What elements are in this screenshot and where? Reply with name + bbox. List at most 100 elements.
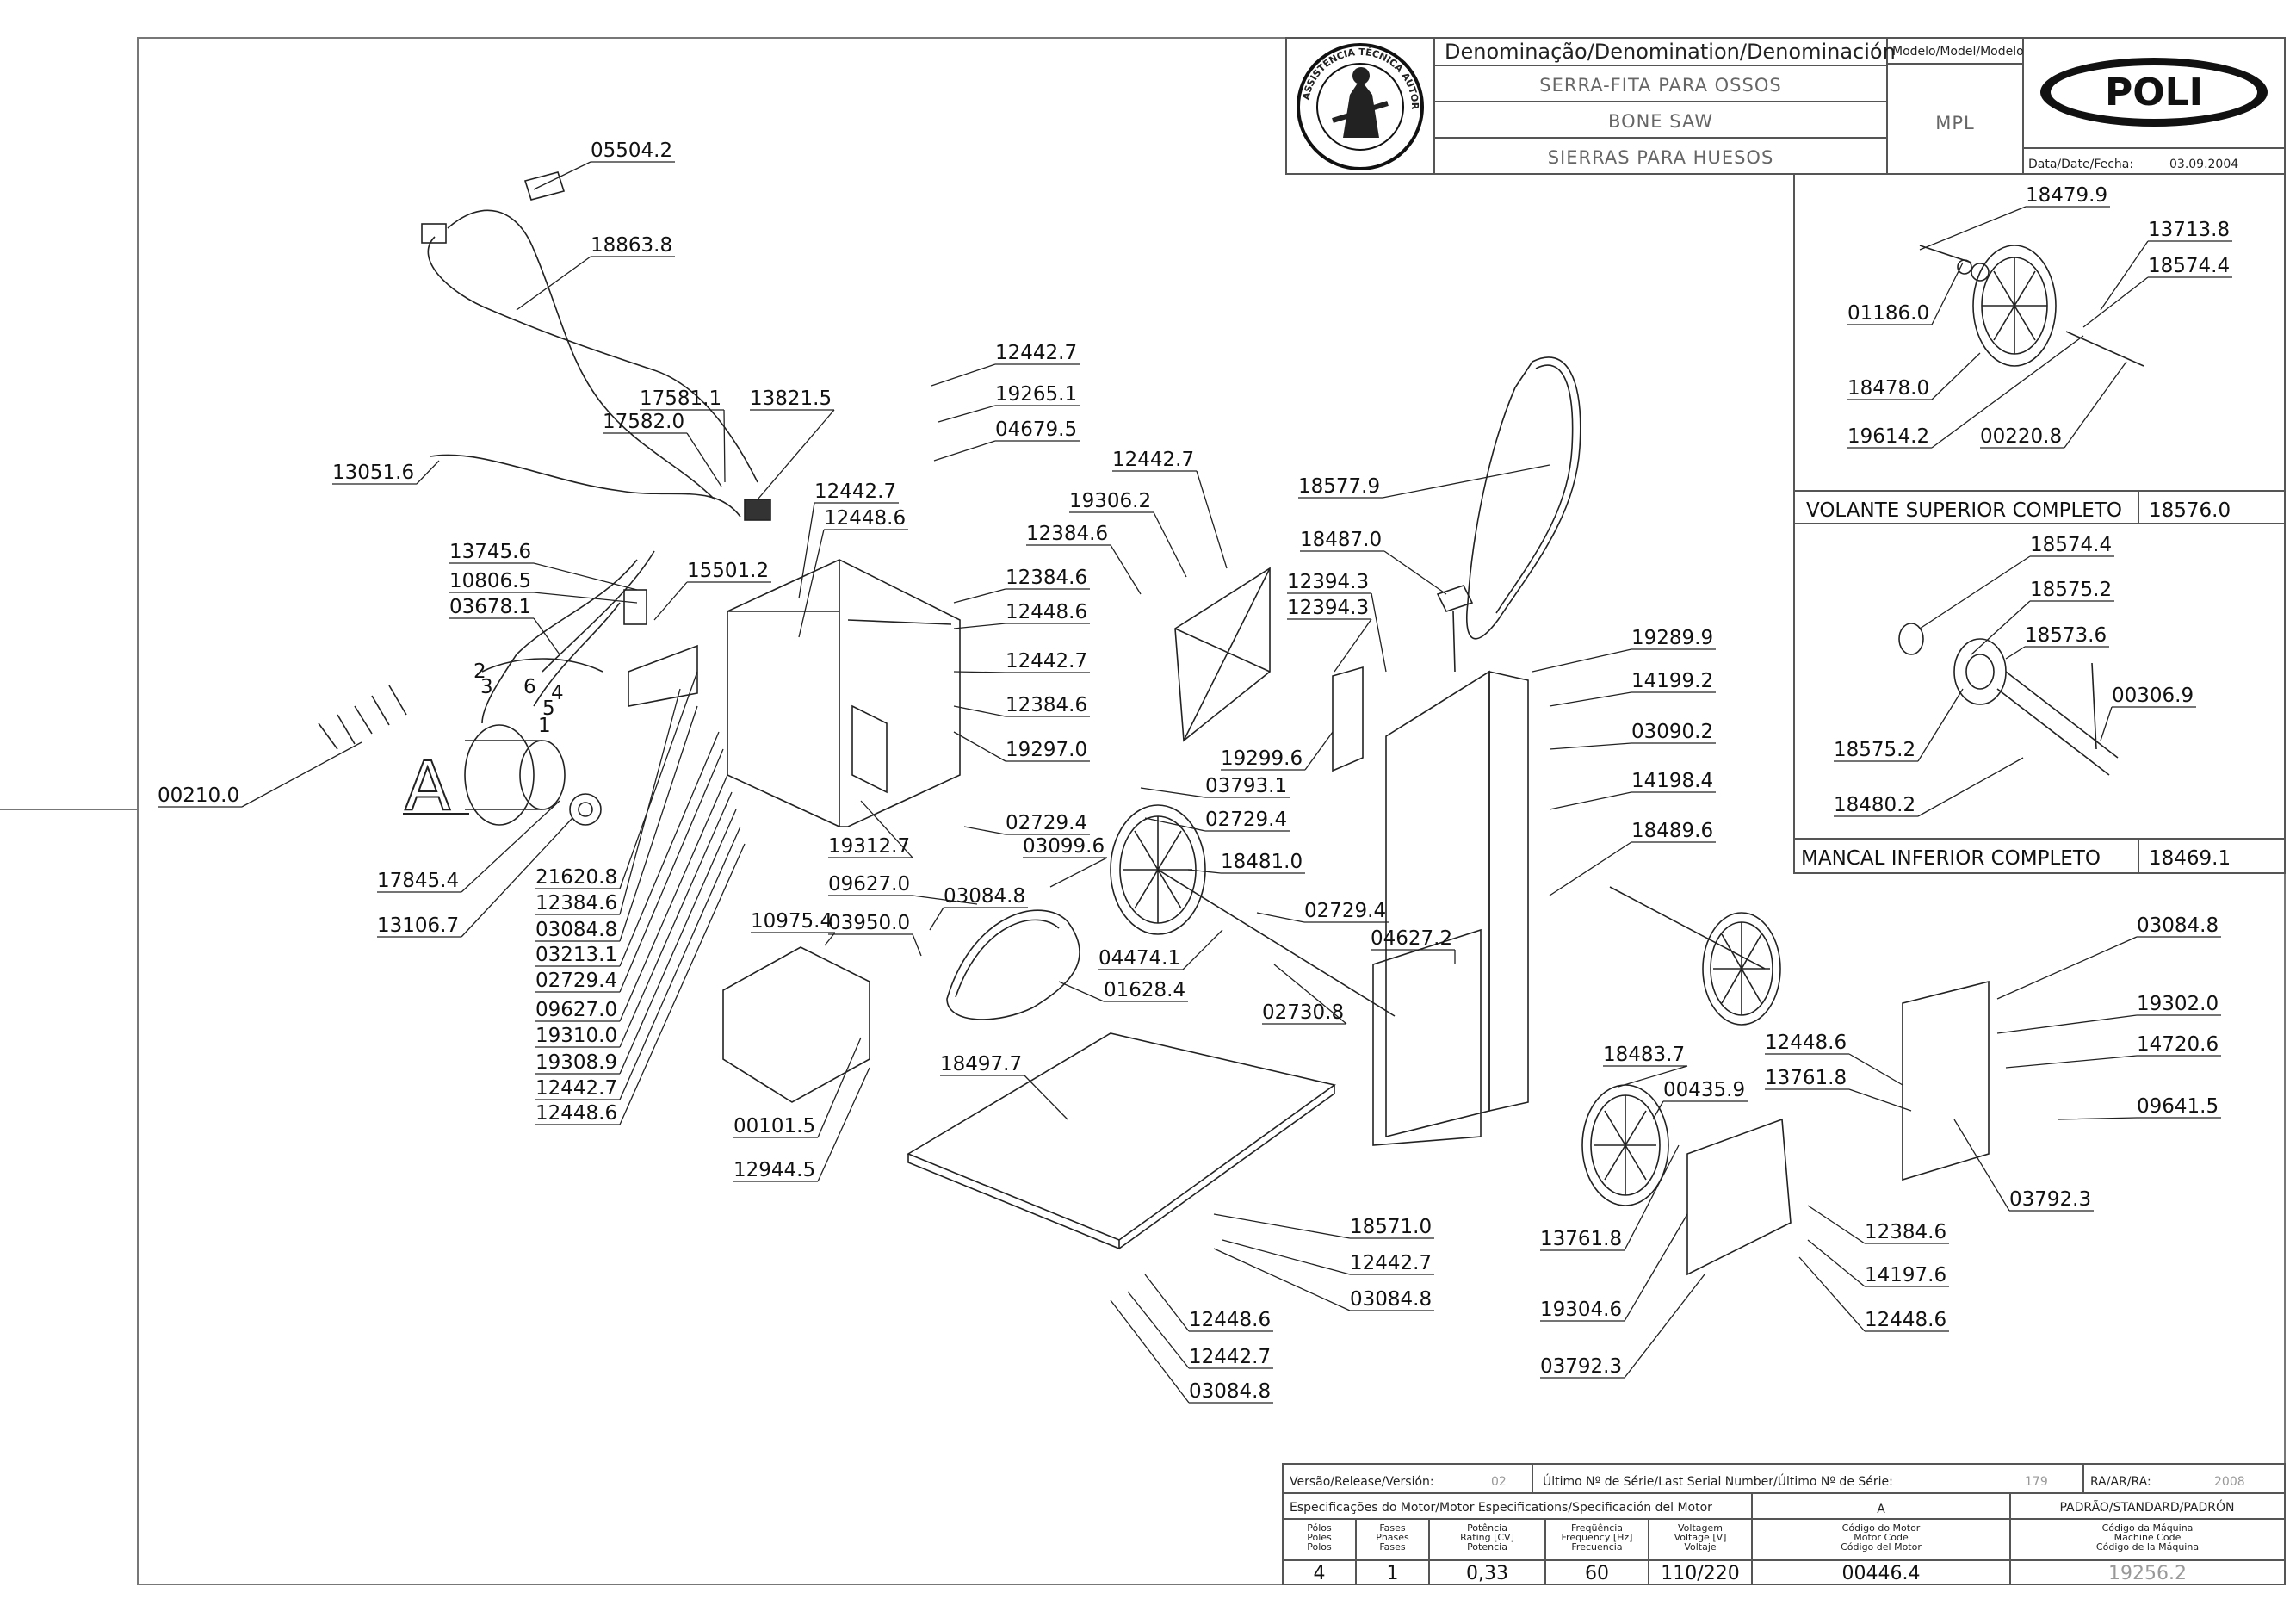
leader-line <box>1222 1239 1434 1275</box>
part-number-label: 19297.0 <box>1006 739 1087 761</box>
part-number-label: 18571.0 <box>1350 1216 1432 1238</box>
part-number-label: 03793.1 <box>1205 775 1287 797</box>
version-value: 02 <box>1491 1475 1507 1489</box>
leader-line <box>1540 1274 1705 1379</box>
leader-line <box>1549 791 1716 810</box>
power-cord <box>447 209 715 500</box>
door-panel <box>1174 567 1271 742</box>
sub-assembly-name-2: MANCAL INFERIOR COMPLETO <box>1801 847 2101 870</box>
leader-line <box>1540 1213 1688 1322</box>
leader-line <box>1765 1088 1912 1112</box>
spec-column-label: Voltagem <box>1678 1522 1723 1534</box>
denomination-header: Denominação/Denomination/Denominación <box>1445 40 1896 64</box>
leader-line <box>953 705 1090 717</box>
part-number-label: 03084.8 <box>2137 914 2219 937</box>
leader-line <box>535 774 728 1022</box>
leader-line <box>535 705 698 942</box>
leader-line <box>1549 841 1716 896</box>
spec-column-label: Frecuencia <box>1571 1541 1622 1553</box>
spec-column-value: 110/220 <box>1661 1563 1739 1584</box>
part-number-label: 03950.0 <box>828 912 910 934</box>
leader-line <box>933 440 1080 462</box>
leader-line <box>1221 731 1334 771</box>
spec-column-label: Fases <box>1379 1522 1406 1534</box>
name-en: BONE SAW <box>1608 111 1713 132</box>
standard-label: PADRÃO/STANDARD/PADRÓN <box>2060 1499 2235 1515</box>
leader-line <box>1834 757 2024 817</box>
part-number-label: 19306.2 <box>1069 490 1151 512</box>
leader-line <box>535 791 733 1048</box>
leader-line <box>733 1067 870 1182</box>
part-number-label: 19299.6 <box>1221 747 1303 770</box>
part-number-label: 15501.2 <box>687 560 769 582</box>
part-number-label: 12384.6 <box>1865 1221 1946 1243</box>
ra-value: 2008 <box>2214 1475 2245 1489</box>
leader-line <box>2100 240 2232 311</box>
leader-line <box>516 256 675 311</box>
leader-line <box>449 617 560 655</box>
leader-line <box>1262 964 1347 1025</box>
leader-line <box>2082 276 2232 328</box>
part-number-label: 14197.6 <box>1865 1264 1946 1286</box>
spec-column-label: Poles <box>1307 1532 1332 1543</box>
part-number-label: 13106.7 <box>377 914 459 937</box>
part-number-label: 12448.6 <box>824 507 906 530</box>
sub-assembly-name-1: VOLANTE SUPERIOR COMPLETO <box>1806 499 2122 522</box>
name-es: SIERRAS PARA HUESOS <box>1548 147 1774 168</box>
spec-column-label: Polos <box>1307 1541 1332 1553</box>
leader-line <box>940 1075 1068 1120</box>
spec-column-label: Voltage [V] <box>1674 1532 1727 1543</box>
part-number-label: 02729.4 <box>1304 900 1386 922</box>
leader-line <box>1298 464 1550 499</box>
part-number-label: 18483.7 <box>1603 1044 1685 1066</box>
ra-label: RA/AR/RA: <box>2090 1475 2151 1489</box>
leader-line <box>1847 335 2084 449</box>
leader-line <box>1847 262 1964 325</box>
part-number-label: 17845.4 <box>377 870 459 892</box>
date-value: 03.09.2004 <box>2169 158 2238 171</box>
title-block <box>1285 37 2286 175</box>
seal-text: ASSISTÊNCIA TÉCNICA AUTORIZADA <box>0 0 1420 110</box>
leader-line <box>1213 1248 1434 1311</box>
part-number-label: 13051.6 <box>332 462 414 484</box>
part-number-label: 02730.8 <box>1262 1001 1344 1024</box>
spec-column-label: Fases <box>1379 1541 1406 1553</box>
part-number-label: 12442.7 <box>1189 1346 1271 1368</box>
leader-line <box>1765 1053 1903 1086</box>
part-number-label: 19312.7 <box>828 835 910 858</box>
part-number-label: 18478.0 <box>1847 377 1929 400</box>
leader-line <box>449 592 638 604</box>
part-number-label: 18575.2 <box>2030 579 2112 601</box>
part-number-label: 18574.4 <box>2030 534 2112 556</box>
part-number-label: 00101.5 <box>733 1115 815 1137</box>
leader-line <box>1371 949 1456 964</box>
leader-line <box>1919 555 2114 629</box>
svg-text:6: 6 <box>523 676 536 698</box>
part-number-label: 02729.4 <box>1205 809 1287 831</box>
leader-line <box>1127 1291 1273 1369</box>
part-number-label: 14720.6 <box>2137 1033 2219 1056</box>
part-number-label: 19310.0 <box>535 1025 617 1047</box>
leader-line <box>828 800 913 858</box>
part-number-label: 18575.2 <box>1834 739 1915 761</box>
part-number-label: 12442.7 <box>995 342 1077 364</box>
part-number-label: 12442.7 <box>814 480 896 503</box>
part-number-label: 03099.6 <box>1023 835 1105 858</box>
leader-line <box>377 817 573 938</box>
part-number-label: 04627.2 <box>1371 927 1452 950</box>
leader-line <box>2057 1117 2221 1120</box>
model-value: MPL <box>1935 113 1974 133</box>
svg-text:2: 2 <box>473 660 486 683</box>
motor-spec-label: Especificações do Motor/Motor Especifica… <box>1290 1501 1712 1515</box>
spec-columns: PólosPolesPolos4FasesPhasesFases1Potênci… <box>1307 1522 2199 1584</box>
part-number-label: 17581.1 <box>640 387 721 410</box>
date-label: Data/Date/Fecha: <box>2028 158 2133 171</box>
leader-line <box>1540 1144 1680 1251</box>
leader-line <box>158 741 362 808</box>
leader-line <box>1798 1256 1949 1332</box>
column-frame <box>1488 671 1529 1112</box>
part-number-label: 12944.5 <box>733 1159 815 1181</box>
part-number-label: 18574.4 <box>2148 255 2230 277</box>
part-number-label: 19265.1 <box>995 383 1077 406</box>
name-pt: SERRA-FITA PARA OSSOS <box>1539 75 1781 96</box>
